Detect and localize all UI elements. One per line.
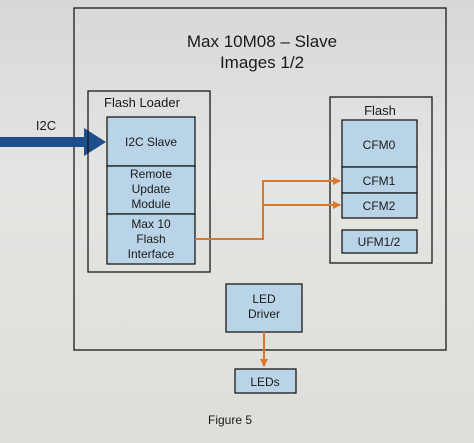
flash-loader-label: Flash Loader bbox=[104, 95, 181, 110]
leds-label: LEDs bbox=[250, 375, 279, 389]
flash-interface-line3: Interface bbox=[128, 247, 175, 261]
flash-label: Flash bbox=[364, 103, 396, 118]
figure-caption: Figure 5 bbox=[208, 413, 252, 427]
flash-interface-box bbox=[106, 213, 196, 265]
i2c-input-label: I2C bbox=[36, 118, 56, 133]
diagram-title-line1: Max 10M08 – Slave bbox=[187, 32, 337, 51]
flash-loader-block bbox=[87, 90, 211, 273]
led-driver-line2: Driver bbox=[248, 307, 280, 321]
flash-interface-line2: Flash bbox=[136, 232, 165, 246]
i2c-slave-label: I2C Slave bbox=[125, 135, 177, 149]
leds-box bbox=[234, 368, 297, 394]
flash-interface-line1: Max 10 bbox=[131, 217, 171, 231]
arrow-to-cfm1 bbox=[195, 177, 341, 240]
i2c-arrow-shaft bbox=[0, 137, 86, 147]
cfm2-box bbox=[341, 192, 418, 219]
remote-update-line2: Update bbox=[132, 182, 171, 196]
cfm1-box bbox=[341, 166, 418, 194]
cfm0-box bbox=[341, 119, 418, 168]
cfm0-label: CFM0 bbox=[363, 138, 396, 152]
i2c-arrow-head bbox=[84, 128, 106, 156]
device-outline bbox=[73, 7, 447, 351]
remote-update-line3: Module bbox=[131, 197, 171, 211]
ufm-label: UFM1/2 bbox=[358, 235, 401, 249]
cfm1-label: CFM1 bbox=[363, 174, 396, 188]
remote-update-line1: Remote bbox=[130, 167, 172, 181]
led-driver-line1: LED bbox=[252, 292, 276, 306]
i2c-slave-box bbox=[106, 116, 196, 167]
led-driver-box bbox=[225, 283, 303, 333]
diagram-title-line2: Images 1/2 bbox=[220, 53, 304, 72]
ufm-box bbox=[341, 229, 418, 254]
cfm2-label: CFM2 bbox=[363, 199, 396, 213]
